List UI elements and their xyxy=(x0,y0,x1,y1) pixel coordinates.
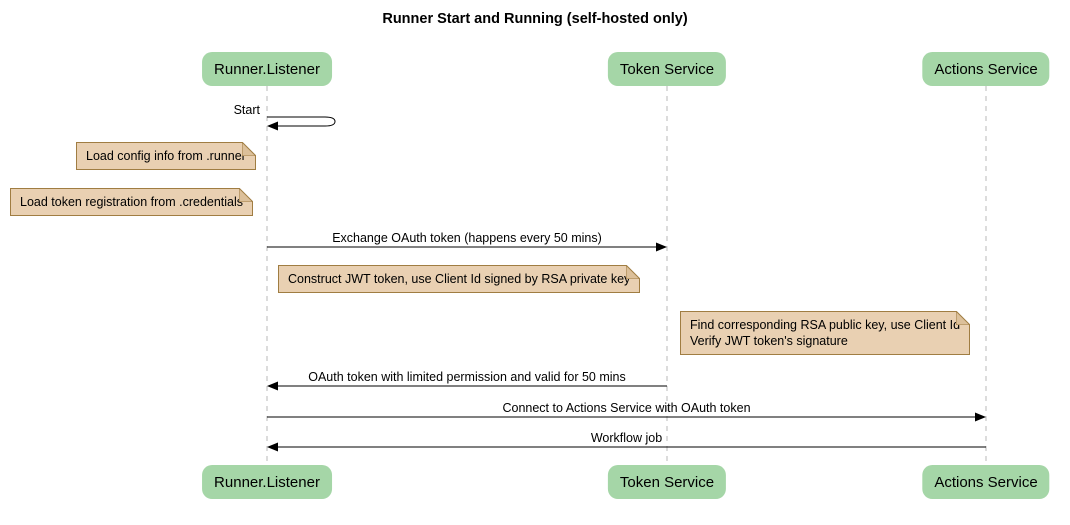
participant-top-token-service: Token Service xyxy=(607,52,727,86)
arrow-start-self-loop xyxy=(267,116,336,127)
message-oauth-return-label: OAuth token with limited permission and … xyxy=(308,370,626,384)
note-fold-icon xyxy=(241,142,256,156)
participant-bottom-runner-listener: Runner.Listener xyxy=(202,465,332,499)
arrowhead-connect xyxy=(975,412,986,422)
participant-label: Token Service xyxy=(619,60,715,78)
participant-label: Runner.Listener xyxy=(214,473,320,491)
participant-top-runner-listener: Runner.Listener xyxy=(202,52,332,86)
note-load-token: Load token registration from .credential… xyxy=(10,188,254,216)
message-exchange-label: Exchange OAuth token (happens every 50 m… xyxy=(332,231,602,245)
diagram-title: Runner Start and Running (self-hosted on… xyxy=(382,11,688,27)
note-fold-icon xyxy=(239,188,254,202)
note-load-config: Load config info from .runner xyxy=(76,142,256,170)
participant-label: Actions Service xyxy=(934,60,1038,78)
participant-bottom-actions-service: Actions Service xyxy=(922,465,1050,499)
note-text-line2: Verify JWT token's signature xyxy=(690,334,848,348)
participant-label: Token Service xyxy=(619,473,715,491)
message-start-label: Start xyxy=(233,103,260,117)
participant-bottom-token-service: Token Service xyxy=(607,465,727,499)
note-text: Load config info from .runner xyxy=(86,149,246,163)
participant-top-actions-service: Actions Service xyxy=(922,52,1050,86)
participant-label: Runner.Listener xyxy=(214,60,320,78)
arrowhead-oauth-return xyxy=(267,381,278,391)
participant-label: Actions Service xyxy=(934,473,1038,491)
note-construct-jwt: Construct JWT token, use Client Id signe… xyxy=(278,265,641,293)
note-fold-icon xyxy=(956,311,971,325)
note-fold-icon xyxy=(626,265,641,279)
note-verify-jwt: Find corresponding RSA public key, use C… xyxy=(680,311,971,355)
message-workflow-label: Workflow job xyxy=(590,431,663,445)
note-text-line1: Find corresponding RSA public key, use C… xyxy=(690,318,961,332)
message-connect-label: Connect to Actions Service with OAuth to… xyxy=(502,401,751,415)
arrowhead-exchange xyxy=(656,242,667,252)
arrowhead-start xyxy=(267,121,278,131)
note-text: Load token registration from .credential… xyxy=(20,195,244,209)
note-text: Construct JWT token, use Client Id signe… xyxy=(288,272,631,286)
arrowhead-workflow xyxy=(267,442,278,452)
